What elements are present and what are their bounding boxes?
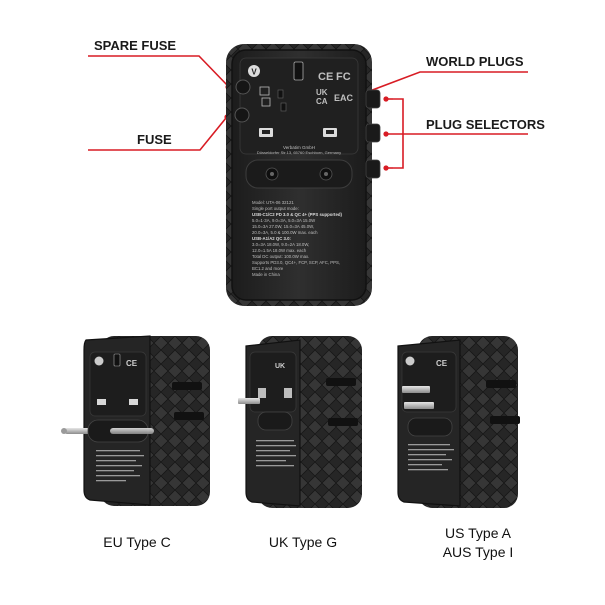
svg-text:CE: CE bbox=[126, 359, 138, 368]
spec-line: 12.0=1.5A 18.0W max. each bbox=[252, 248, 307, 253]
ukca-bottom: CA bbox=[316, 97, 328, 106]
us-type-caption: US Type A bbox=[445, 525, 511, 541]
spec-line: 3.0=3A 18.0W, 9.0=2A 18.0W, bbox=[252, 242, 309, 247]
spec-line: 5.0=1·3A, 9.0=3A, 5.0=3A 15.0W bbox=[252, 218, 316, 223]
spec-line: Made in China bbox=[252, 272, 280, 277]
eu-type-caption: EU Type C bbox=[103, 534, 171, 550]
main-adapter: V CE FC UK CA EAC Verbatim GmbH Düsseldo… bbox=[226, 44, 381, 306]
maker-name: Verbatim GmbH bbox=[283, 145, 315, 150]
spec-block: Model: UTA-06 32121 Single port output m… bbox=[252, 200, 342, 277]
eac-mark: EAC bbox=[334, 93, 354, 103]
fuse-line bbox=[88, 117, 227, 151]
eu-adapter: CE bbox=[61, 335, 210, 506]
fuse-label: FUSE bbox=[137, 132, 172, 147]
plug-selectors-label: PLUG SELECTORS bbox=[426, 117, 545, 132]
brand-mark: V bbox=[251, 68, 257, 77]
spec-line: BC1.2 and more bbox=[252, 266, 284, 271]
spec-line: USB-C1/C2 PD 3.0 & QC 4+ (PPS supported) bbox=[252, 212, 342, 217]
spec-line: 20.0=3A, 5.0 & 100.0W max. each bbox=[252, 230, 318, 235]
aus-type-caption: AUS Type I bbox=[442, 544, 514, 560]
ce-mark: CE bbox=[318, 71, 333, 83]
uk-type-caption: UK Type G bbox=[268, 534, 338, 550]
fc-mark: FC bbox=[336, 71, 351, 83]
svg-text:CE: CE bbox=[436, 359, 448, 368]
spare-fuse-line bbox=[88, 55, 229, 87]
uk-adapter: UK bbox=[238, 336, 362, 508]
svg-text:UK: UK bbox=[275, 363, 285, 370]
us-adapter: CE bbox=[397, 336, 520, 508]
spec-line: Model: UTA-06 32121 bbox=[252, 200, 294, 205]
spec-line: Total DC output: 100.0W max. bbox=[252, 254, 309, 259]
ukca-top: UK bbox=[316, 88, 328, 97]
spec-line: Supports PD3.0, QC4+, FCP, SCP, AFC, PPS… bbox=[252, 260, 340, 265]
spec-line: Single port output mode: bbox=[252, 206, 299, 211]
spec-line: 15.0=3A 27.0W, 15.0=3A 45.0W, bbox=[252, 224, 314, 229]
spec-line: USB-A1/A2 QC 3.0: bbox=[252, 236, 291, 241]
maker-address: Düsseldorfer Str.13, 65760 Eschborn, Ger… bbox=[257, 150, 341, 155]
world-plugs-label: WORLD PLUGS bbox=[426, 54, 524, 69]
spare-fuse-label: SPARE FUSE bbox=[94, 38, 177, 53]
